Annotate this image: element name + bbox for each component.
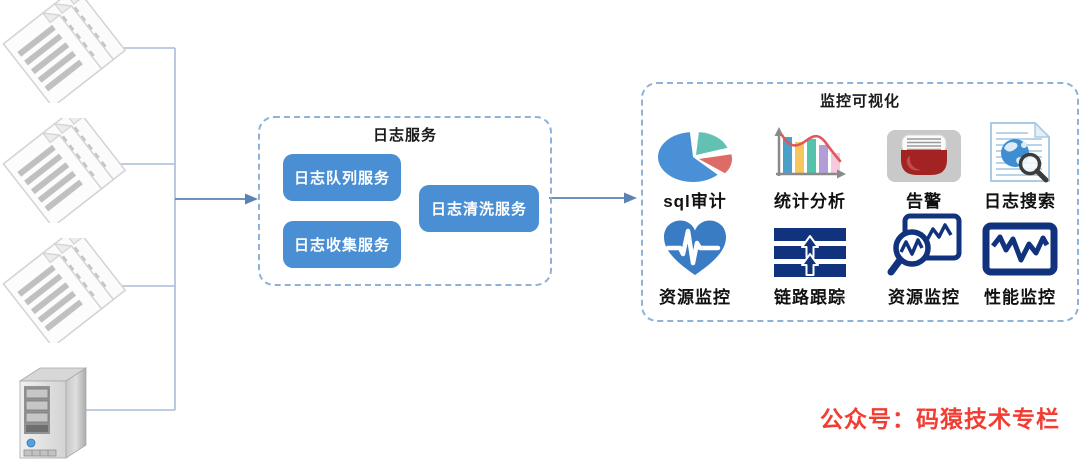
log-clean-service-node: 日志清洗服务 bbox=[419, 185, 539, 232]
watermark-text: 公众号：码猿技术专栏 bbox=[820, 406, 1060, 433]
monitoring-group: 监控可视化 sql审计 bbox=[641, 82, 1079, 322]
bar-chart-icon bbox=[769, 120, 851, 184]
flow-arrow bbox=[175, 197, 624, 200]
documents-stack-icon bbox=[2, 0, 127, 103]
mon-item-alert: 告警 bbox=[874, 120, 974, 212]
monitoring-title: 监控可视化 bbox=[819, 93, 900, 110]
server-icon bbox=[18, 367, 88, 459]
mon-item-label: 统计分析 bbox=[774, 192, 846, 211]
log-queue-service-node: 日志队列服务 bbox=[283, 154, 401, 201]
mon-item-resource-monitor-heart: 资源监控 bbox=[645, 216, 745, 308]
mon-item-label: 告警 bbox=[906, 192, 942, 211]
mon-item-link-trace: 链路跟踪 bbox=[760, 216, 860, 308]
mon-item-resource-monitor-search: 资源监控 bbox=[874, 213, 974, 308]
log-search-icon bbox=[984, 120, 1056, 184]
mon-item-label: 资源监控 bbox=[659, 288, 731, 307]
log-collect-service-node: 日志收集服务 bbox=[283, 221, 401, 268]
mon-item-statistics: 统计分析 bbox=[760, 120, 860, 212]
mon-item-label: 日志搜索 bbox=[984, 192, 1056, 211]
documents-stack-icon bbox=[2, 238, 127, 343]
link-trace-icon bbox=[771, 216, 849, 280]
alarm-icon bbox=[885, 120, 963, 184]
magnifier-monitor-icon bbox=[885, 213, 963, 280]
mon-item-label: 链路跟踪 bbox=[774, 288, 846, 307]
performance-monitor-icon bbox=[982, 216, 1058, 280]
mon-item-label: 资源监控 bbox=[888, 288, 960, 307]
pie-chart-icon bbox=[656, 120, 734, 184]
mon-item-sql-audit: sql审计 bbox=[645, 120, 745, 212]
heart-pulse-icon bbox=[659, 216, 731, 280]
mon-item-performance-monitor: 性能监控 bbox=[970, 216, 1070, 308]
mon-item-log-search: 日志搜索 bbox=[970, 120, 1070, 212]
documents-stack-icon bbox=[2, 118, 127, 223]
mon-item-label: sql审计 bbox=[663, 192, 727, 211]
log-service-group: 日志服务 日志队列服务 日志收集服务 日志清洗服务 bbox=[258, 116, 552, 286]
log-service-title: 日志服务 bbox=[372, 127, 437, 144]
mon-item-label: 性能监控 bbox=[984, 288, 1056, 307]
